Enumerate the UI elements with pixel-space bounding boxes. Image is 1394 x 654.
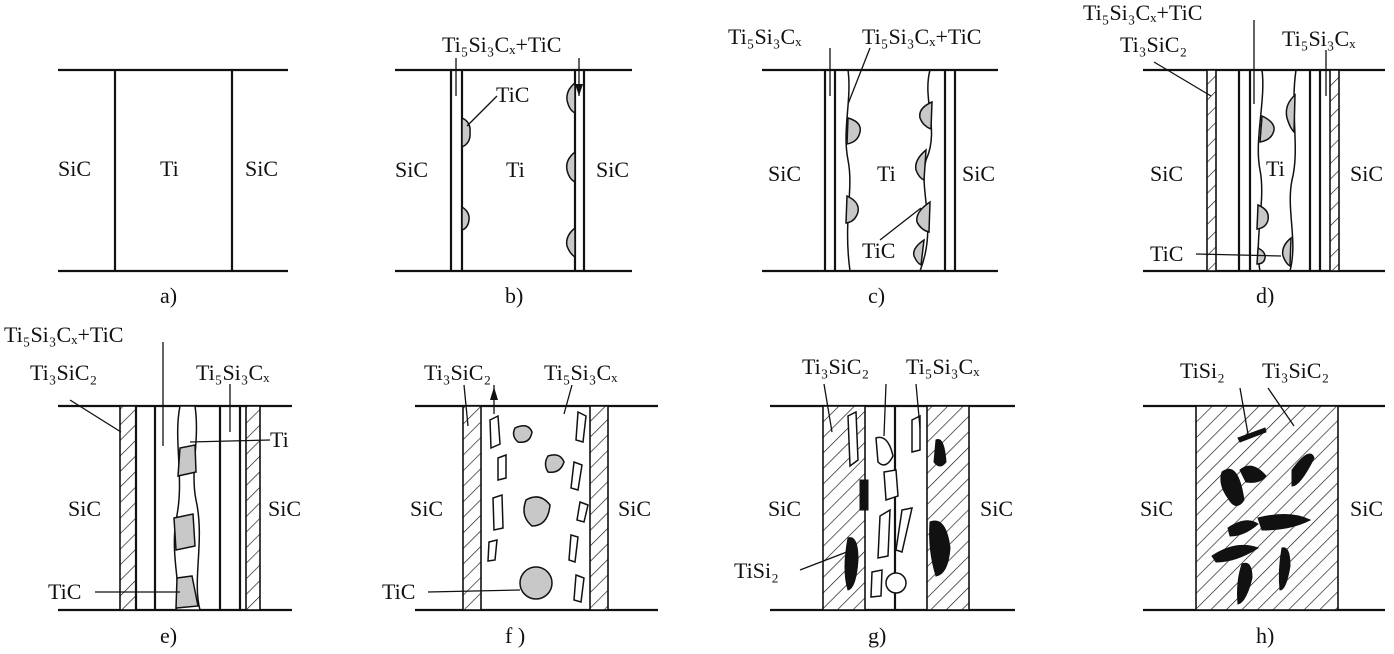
panel-c-label-tic: TiC <box>862 238 895 263</box>
panel-b-label-ti5si3cx-tic: Ti₅Si₃Cₓ+TiC <box>442 32 561 57</box>
panel-c-label-ti5si3cx-tic: Ti₅Si₃Cₓ+TiC <box>862 24 981 49</box>
panel-e-label-ti3sic2: Ti₃SiC₂ <box>30 360 97 385</box>
panel-e-label-sic-right: SiC <box>268 496 301 521</box>
panel-g-label-ti5si3cx: Ti₅Si₃Cₓ <box>906 354 980 379</box>
panel-c-label-sic-left: SiC <box>768 161 801 186</box>
panel-a-label-sic-left: SiC <box>58 156 91 181</box>
panel-e-label-tic: TiC <box>48 579 81 604</box>
panel-d-label-sic-right: SiC <box>1350 161 1383 186</box>
panel-c-caption: c) <box>868 283 885 308</box>
panel-e-label-ti5si3cx: Ti₅Si₃Cₓ <box>196 360 270 385</box>
panel-c-label-sic-right: SiC <box>962 161 995 186</box>
panel-e: Ti₅Si₃Cₓ+TiC Ti₃SiC₂ Ti₅Si₃Cₓ Ti SiC SiC… <box>4 322 301 648</box>
panel-a: SiC Ti SiC a) <box>58 68 288 308</box>
panel-g-label-sic-left: SiC <box>768 496 801 521</box>
panel-f-label-ti5si3cx: Ti₅Si₃Cₓ <box>544 360 618 385</box>
panel-h-label-sic-right: SiC <box>1350 496 1383 521</box>
panel-a-caption: a) <box>160 283 177 308</box>
panel-f: Ti₃SiC₂ Ti₅Si₃Cₓ SiC SiC TiC f ) <box>382 360 658 648</box>
panel-g-label-sic-right: SiC <box>980 496 1013 521</box>
panel-d-caption: d) <box>1256 283 1274 308</box>
panel-f-label-tic: TiC <box>382 579 415 604</box>
panel-h-label-ti3sic2: Ti₃SiC₂ <box>1262 358 1329 383</box>
panel-f-label-sic-left: SiC <box>410 496 443 521</box>
panel-b-label-sic-right: SiC <box>596 157 629 182</box>
panel-a-label-ti: Ti <box>160 156 179 181</box>
panel-b: Ti₅Si₃Cₓ+TiC TiC SiC Ti SiC b) <box>395 32 632 308</box>
panel-g-label-tisi2: TiSi₂ <box>734 558 779 583</box>
panel-g: Ti₃SiC₂ Ti₅Si₃Cₓ SiC SiC TiSi₂ g) <box>734 354 1015 648</box>
panel-h-label-sic-left: SiC <box>1140 496 1173 521</box>
panel-d-label-tic: TiC <box>1150 241 1183 266</box>
panel-b-caption: b) <box>505 283 523 308</box>
panel-h-label-tisi2: TiSi₂ <box>1180 358 1225 383</box>
panel-d-label-ti: Ti <box>1266 156 1285 181</box>
panel-d-label-ti3sic2: Ti₃SiC₂ <box>1120 32 1187 57</box>
panel-g-label-ti3sic2: Ti₃SiC₂ <box>802 354 869 379</box>
panel-b-label-sic-left: SiC <box>395 157 428 182</box>
panel-e-label-ti5si3cx-tic: Ti₅Si₃Cₓ+TiC <box>4 322 123 347</box>
panel-h: TiSi₂ Ti₃SiC₂ SiC SiC h) <box>1140 358 1385 648</box>
panel-d-label-ti5si3cx-tic: Ti₅Si₃Cₓ+TiC <box>1083 0 1202 25</box>
panel-c-label-ti5si3cx: Ti₅Si₃Cₓ <box>728 24 802 49</box>
panel-f-label-sic-right: SiC <box>618 496 651 521</box>
panel-g-caption: g) <box>868 623 886 648</box>
panel-f-caption: f ) <box>505 623 525 648</box>
panel-b-label-ti: Ti <box>506 157 525 182</box>
panel-e-label-ti: Ti <box>270 427 289 452</box>
panel-e-label-sic-left: SiC <box>68 496 101 521</box>
panel-b-label-tic: TiC <box>496 82 529 107</box>
panel-a-label-sic-right: SiC <box>245 156 278 181</box>
panel-c-label-ti: Ti <box>877 161 896 186</box>
panel-e-caption: e) <box>160 623 177 648</box>
panel-d-label-sic-left: SiC <box>1150 161 1183 186</box>
panel-d-label-ti5si3cx: Ti₅Si₃Cₓ <box>1282 26 1356 51</box>
panel-h-caption: h) <box>1256 623 1274 648</box>
panel-f-label-ti3sic2: Ti₃SiC₂ <box>424 360 491 385</box>
panel-d: Ti₅Si₃Cₓ+TiC Ti₃SiC₂ Ti₅Si₃Cₓ SiC Ti SiC… <box>1083 0 1385 308</box>
panel-c: Ti₅Si₃Cₓ Ti₅Si₃Cₓ+TiC SiC Ti SiC TiC c) <box>728 24 998 308</box>
